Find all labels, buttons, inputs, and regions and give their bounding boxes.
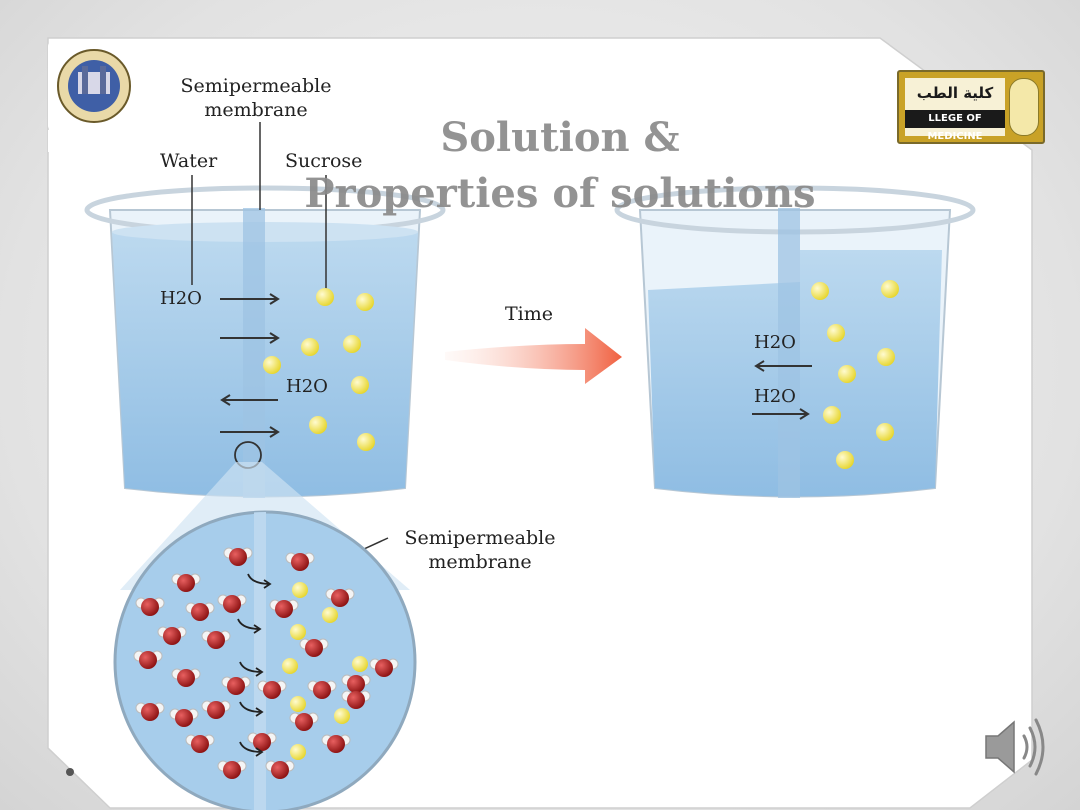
membrane-label-zoom: Semipermeable membrane [404,527,556,573]
water-molecule [341,674,371,693]
water-label: Water [160,150,218,172]
diffusion-arrow [239,701,264,717]
h2o-label-1: H2O [160,288,202,309]
slide-bullet [66,768,74,776]
water-molecule [185,602,215,621]
membrane-label-top: Semipermeable membrane [180,75,332,121]
sucrose-particle [292,582,308,598]
water-molecule [325,588,355,607]
college-logo-text-box: كلية الطب LLEGE OF MEDICINE [905,78,1005,142]
left-beaker [84,185,446,498]
audio-speaker-icon[interactable] [980,712,1050,782]
title-line-2: Properties of solutions [304,170,816,217]
sucrose-particle [290,624,306,640]
university-emblem-icon [57,49,131,123]
diffusion-arrow [239,741,264,757]
water-molecule [265,760,295,779]
water-molecule [135,597,165,616]
water-molecule [133,650,163,669]
sucrose-particle [334,708,350,724]
h2o-label-3: H2O [754,332,796,353]
sucrose-particles-left [263,288,375,451]
h2o-label-2: H2O [286,376,328,397]
water-molecule [169,708,199,727]
water-molecule [201,700,231,719]
college-logo: كلية الطب LLEGE OF MEDICINE [897,70,1045,144]
water-molecule [135,702,165,721]
diffusion-arrow [247,573,272,589]
diffusion-arrow [239,661,264,677]
slide-title: Solution & Properties of solutions [300,110,820,222]
water-molecule [247,732,277,751]
title-line-1: Solution & [440,114,680,161]
water-molecule [221,676,251,695]
flow-arrows-right [752,360,812,420]
water-molecule [269,599,299,618]
logo-left-tab [48,130,140,152]
water-molecule [157,626,187,645]
diffusion-arrow [237,618,262,634]
h2o-label-4: H2O [754,386,796,407]
zoom-circle [113,510,417,810]
time-arrow [445,328,622,384]
water-molecule [217,760,247,779]
water-molecule [299,638,329,657]
water-molecule [321,734,351,753]
water-molecule [289,712,319,731]
water-molecule [307,680,337,699]
water-molecule [369,658,399,677]
flow-arrows-left [220,293,280,438]
water-molecule [171,668,201,687]
water-molecule [341,690,371,709]
water-molecule [201,630,231,649]
sucrose-label: Sucrose [285,150,363,172]
university-logo [48,42,140,130]
college-name-arabic: كلية الطب [916,84,994,102]
water-molecule [217,594,247,613]
water-molecule [223,547,253,566]
college-emblem-icon [1009,78,1039,136]
sucrose-particle [290,744,306,760]
sucrose-particle [322,607,338,623]
sucrose-particles-right [811,280,899,469]
sucrose-particle [290,696,306,712]
water-molecule [171,573,201,592]
sucrose-particle [352,656,368,672]
right-beaker [614,185,976,498]
sucrose-particle [282,658,298,674]
time-label: Time [505,303,554,325]
water-molecule [285,552,315,571]
water-molecule [185,734,215,753]
college-name-english: LLEGE OF MEDICINE [905,110,1005,142]
water-molecule [257,680,287,699]
